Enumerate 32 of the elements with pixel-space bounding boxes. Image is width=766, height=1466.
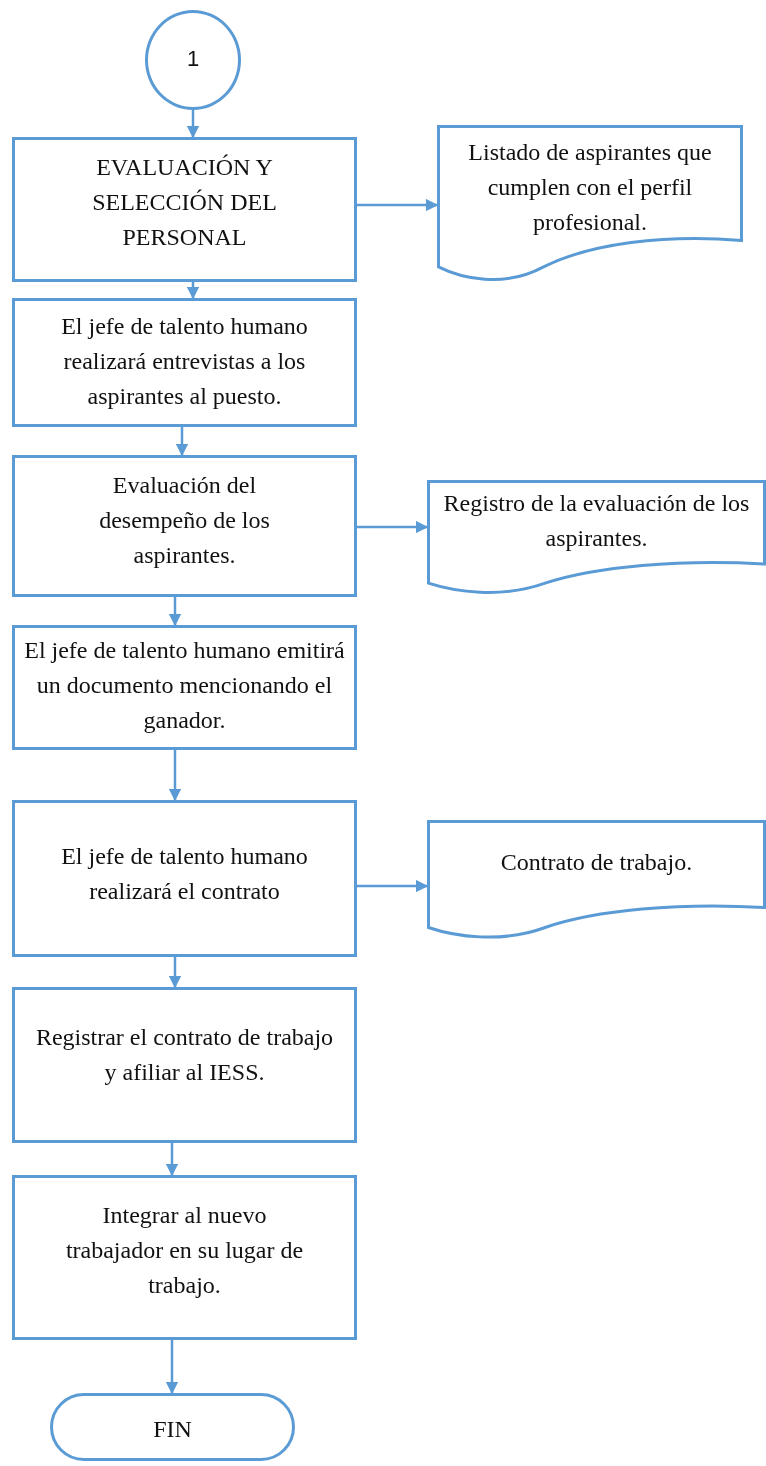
process-box xyxy=(12,1175,357,1340)
arrow xyxy=(186,110,200,139)
node-text: FIN xyxy=(152,1415,193,1444)
node-text: Registro de la evaluación de los aspirantes. xyxy=(442,489,751,553)
node-text: Registrar el contrato de trabajo y afiliar al IESS. xyxy=(35,1023,334,1087)
arrow xyxy=(357,520,429,534)
arrow xyxy=(165,1340,179,1395)
node-text: El jefe de talento humano emitirá un documento mencionando el ganador. xyxy=(23,636,346,735)
node-text: Contrato de trabajo. xyxy=(499,848,694,877)
process-box xyxy=(12,137,357,282)
process-box xyxy=(12,298,357,427)
process-box xyxy=(12,455,357,597)
arrow xyxy=(168,597,182,627)
arrow xyxy=(175,427,189,457)
node-text: Listado de aspirantes que cumplen con el perfil profesional. xyxy=(467,138,713,237)
terminal-shape xyxy=(50,1393,295,1461)
node-text: El jefe de talento humano realizará el contrato xyxy=(60,842,309,906)
arrow xyxy=(186,282,200,300)
process-box xyxy=(12,987,357,1143)
node-text: EVALUACIÓN Y SELECCIÓN DEL PERSONAL xyxy=(91,153,278,252)
arrow xyxy=(357,198,439,212)
arrow xyxy=(357,879,429,893)
node-text: 1 xyxy=(185,45,201,73)
process-box xyxy=(12,625,357,750)
node-text: Evaluación del desempeño de los aspirantes. xyxy=(98,471,271,570)
connector-circle xyxy=(145,10,241,110)
node-text: El jefe de talento humano realizará entrevistas a los aspirantes al puesto. xyxy=(60,312,309,411)
arrow xyxy=(168,957,182,989)
process-box xyxy=(12,800,357,957)
arrow xyxy=(168,750,182,802)
arrow xyxy=(165,1143,179,1177)
node-text: Integrar al nuevo trabajador en su lugar de trabajo. xyxy=(64,1201,305,1300)
